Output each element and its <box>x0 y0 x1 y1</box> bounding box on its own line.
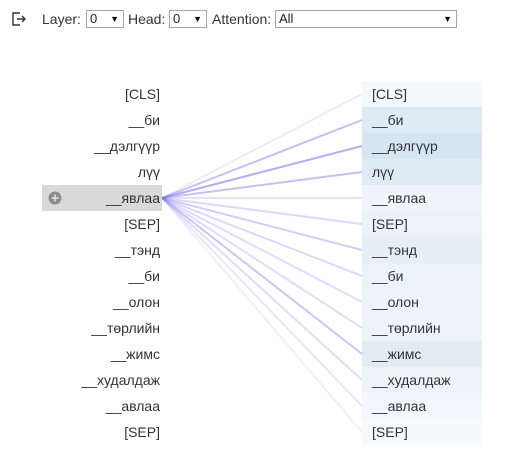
attention-select[interactable]: All ▼ <box>275 10 457 28</box>
attention-weight-background <box>362 211 482 237</box>
left-token[interactable]: __би <box>128 112 160 128</box>
right-token[interactable]: __жимс <box>372 346 422 362</box>
attention-weight-background <box>362 263 482 289</box>
head-label: Head: <box>128 11 166 27</box>
attention-weight-background <box>362 185 482 211</box>
attention-line <box>161 197 363 355</box>
attention-line <box>161 145 363 199</box>
attention-weight-background <box>362 393 482 419</box>
head-select-value: 0 <box>173 11 181 26</box>
attention-line <box>161 197 363 251</box>
left-token[interactable]: __явлаа <box>105 190 160 206</box>
toolbar: Layer: 0 ▼ Head: 0 ▼ Attention: All ▼ <box>0 0 510 38</box>
attention-weight-background <box>362 237 482 263</box>
left-token[interactable]: __худалдаж <box>81 372 160 388</box>
right-token[interactable]: [SEP] <box>372 424 408 440</box>
right-token[interactable]: __олон <box>372 294 419 310</box>
triangle-down-icon: ▼ <box>443 14 452 24</box>
attention-weight-background <box>362 367 482 393</box>
right-token[interactable]: __би <box>372 112 404 128</box>
layer-select[interactable]: 0 ▼ <box>86 10 124 28</box>
selected-token-highlight <box>42 185 162 211</box>
left-token[interactable]: __авлаа <box>105 398 160 414</box>
right-token[interactable]: __авлаа <box>372 398 427 414</box>
attention-line <box>161 171 363 199</box>
attention-weight-background <box>362 81 482 107</box>
attention-line <box>161 197 363 303</box>
left-token[interactable]: __дэлгүүр <box>94 138 160 154</box>
attention-weight-background <box>362 419 482 445</box>
plus-circle-icon[interactable] <box>48 191 62 205</box>
head-select[interactable]: 0 ▼ <box>169 10 207 28</box>
right-token[interactable]: __тэнд <box>372 242 418 258</box>
attention-line <box>161 197 363 407</box>
attention-line <box>161 197 363 225</box>
right-token[interactable]: __явлаа <box>372 190 427 206</box>
left-token[interactable]: __олон <box>113 294 160 310</box>
left-token[interactable]: __төрлийн <box>91 320 160 336</box>
right-token[interactable]: __төрлийн <box>372 320 441 336</box>
attention-line <box>161 197 363 277</box>
attention-weight-background <box>362 341 482 367</box>
attention-select-value: All <box>279 11 294 26</box>
left-token[interactable]: __би <box>128 268 160 284</box>
attention-line <box>161 197 363 433</box>
attention-weight-background <box>362 107 482 133</box>
right-token[interactable]: лүү <box>372 164 395 180</box>
left-token[interactable]: лүү <box>137 164 160 180</box>
attention-weight-background <box>362 133 482 159</box>
attention-weight-background <box>362 159 482 185</box>
right-token[interactable]: __худалдаж <box>372 372 451 388</box>
right-token[interactable]: [CLS] <box>372 86 408 102</box>
attention-label: Attention: <box>212 11 272 27</box>
left-token[interactable]: [CLS] <box>124 86 160 102</box>
layer-select-value: 0 <box>90 11 98 26</box>
layer-label: Layer: <box>42 11 81 27</box>
left-token[interactable]: [SEP] <box>124 424 160 440</box>
attention-line <box>161 93 363 199</box>
left-token[interactable]: [SEP] <box>124 216 160 232</box>
attention-weight-background <box>362 289 482 315</box>
right-token[interactable]: [SEP] <box>372 216 408 232</box>
left-token[interactable]: __тэнд <box>114 242 160 258</box>
right-token[interactable]: __би <box>372 268 404 284</box>
exit-arrow-icon[interactable] <box>11 11 27 27</box>
attention-weight-background <box>362 315 482 341</box>
triangle-down-icon: ▼ <box>193 14 202 24</box>
attention-line <box>161 197 363 329</box>
attention-line <box>161 119 363 199</box>
attention-line <box>161 197 363 381</box>
left-token[interactable]: __жимс <box>110 346 160 362</box>
triangle-down-icon: ▼ <box>110 14 119 24</box>
right-token[interactable]: __дэлгүүр <box>372 138 438 154</box>
